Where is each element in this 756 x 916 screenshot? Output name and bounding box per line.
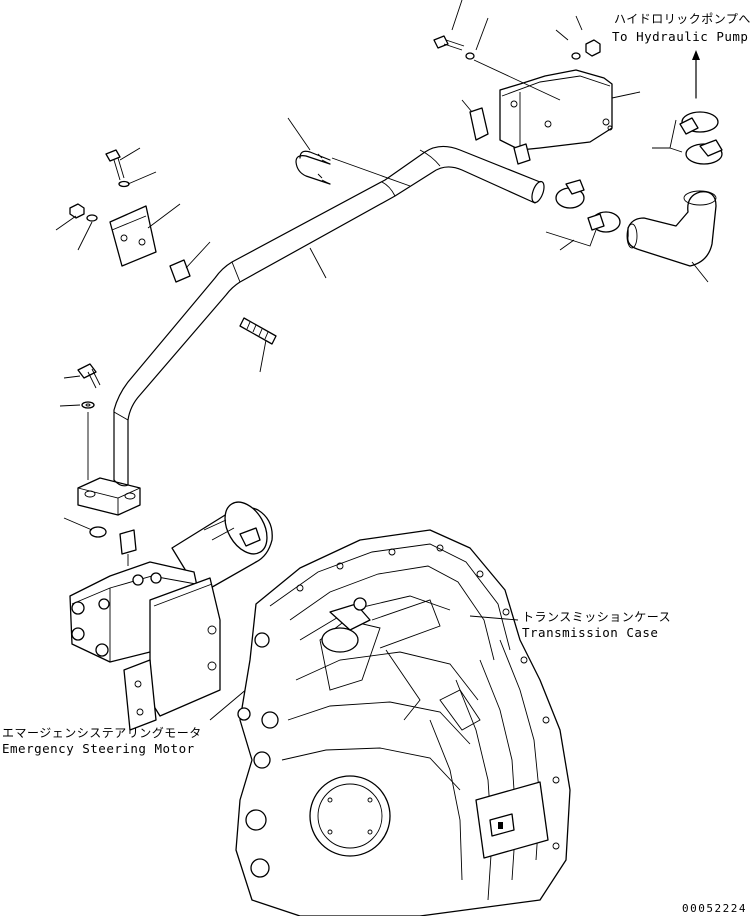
- main-tube: [113, 145, 545, 486]
- u-bolt: [287, 117, 411, 187]
- pipe-clamp-spring: [239, 247, 327, 373]
- drawing-reference-number: 00052224: [682, 902, 747, 915]
- label-transmission-case: トランスミッションケース Transmission Case: [522, 610, 671, 640]
- transmission-case-label-jp: トランスミッションケース: [522, 610, 671, 624]
- hydraulic-pump-label-jp: ハイドロリックポンプへ: [614, 12, 751, 26]
- hydraulic-pump-label-en: To Hydraulic Pump: [612, 29, 748, 44]
- top-bracket-group: [433, 0, 641, 165]
- label-hydraulic-pump: ハイドロリックポンプへ To Hydraulic Pump: [612, 12, 751, 44]
- steering-motor-label-en: Emergency Steering Motor: [2, 741, 195, 756]
- rubber-hose: [626, 190, 717, 283]
- steering-motor-label-jp: エマージェンシステアリングモータ: [2, 726, 202, 740]
- emergency-steering-motor: [63, 501, 273, 731]
- hydraulic-pump-arrow: [692, 50, 700, 99]
- label-steering-motor: エマージェンシステアリングモータ Emergency Steering Moto…: [2, 726, 202, 756]
- flange-bolt: [59, 363, 101, 480]
- left-bracket-group: [55, 147, 211, 283]
- transmission-case: [235, 529, 571, 916]
- pipe-flange: [77, 477, 141, 516]
- hose-clamps: [545, 111, 723, 251]
- transmission-case-label-en: Transmission Case: [522, 625, 658, 640]
